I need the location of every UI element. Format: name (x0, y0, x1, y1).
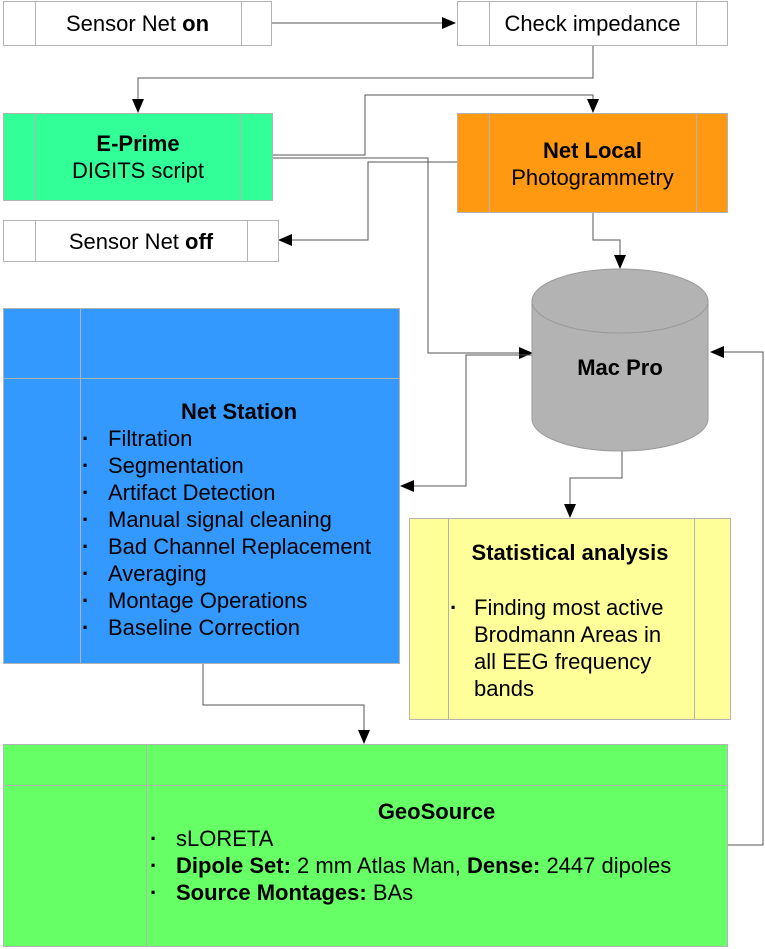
sensor-net-off-label: Sensor Net off (68, 229, 214, 254)
netstation-item: Artifact Detection (82, 479, 371, 506)
netstation-items-list: FiltrationSegmentationArtifact Detection… (82, 425, 371, 641)
connector-check-to-eprime (132, 46, 594, 113)
netstation-item: Segmentation (82, 452, 371, 479)
geosource-item-sloreta: sLORETA (150, 825, 671, 852)
sensor-net-on-label: Sensor Net on (65, 11, 210, 36)
netstation-item: Montage Operations (82, 587, 371, 614)
connector-netstation-to-geosource (202, 664, 370, 744)
connector-macpro-to-netstation (400, 354, 532, 492)
geosource-item-dipole-set: Dipole Set: 2 mm Atlas Man, Dense: 2447 … (150, 852, 671, 879)
netlocal-box (457, 113, 728, 213)
geosource-title: GeoSource (377, 799, 496, 824)
eprime-subtitle: DIGITS script (71, 158, 204, 183)
stats-title: Statistical analysis (471, 540, 669, 565)
check-impedance-box (457, 1, 728, 46)
netstation-item: Baseline Correction (82, 614, 371, 641)
eprime-box (3, 113, 273, 201)
netlocal-title: Net Local (542, 138, 643, 163)
geosource-item-source-montages: Source Montages: BAs (150, 879, 671, 906)
sensor-net-on-box (3, 1, 272, 46)
stats-item-line: all EEG frequency (474, 649, 652, 674)
stats-item-line: Brodmann Areas in (474, 622, 662, 647)
check-impedance-label: Check impedance (504, 11, 681, 36)
connector-eprime-to-macpro (273, 157, 533, 359)
netstation-item: Manual signal cleaning (82, 506, 371, 533)
connector-netlocal-to-sensor-off (278, 161, 457, 246)
netstation-item: Filtration (82, 425, 371, 452)
netstation-item: Bad Channel Replacement (82, 533, 371, 560)
netstation-title: Net Station (180, 399, 298, 424)
stats-bullet: · (450, 595, 458, 620)
geosource-items-list: sLORETA Dipole Set: 2 mm Atlas Man, Dens… (150, 825, 671, 906)
macpro-cylinder (531, 268, 709, 452)
connector-eprime-to-netlocal (273, 94, 599, 156)
macpro-label: Mac Pro (577, 355, 663, 380)
stats-item-line: bands (474, 676, 534, 701)
netlocal-subtitle: Photogrammetry (511, 165, 674, 190)
connector-geosource-to-macpro (710, 346, 764, 846)
stats-box (409, 518, 731, 720)
eprime-title: E-Prime (96, 131, 180, 156)
connector-netlocal-to-macpro (592, 213, 626, 269)
stats-item-line: Finding most active (474, 595, 664, 620)
netstation-item: Averaging (82, 560, 371, 587)
connector-macpro-to-stats (564, 445, 623, 518)
sensor-net-off-box (3, 220, 279, 262)
